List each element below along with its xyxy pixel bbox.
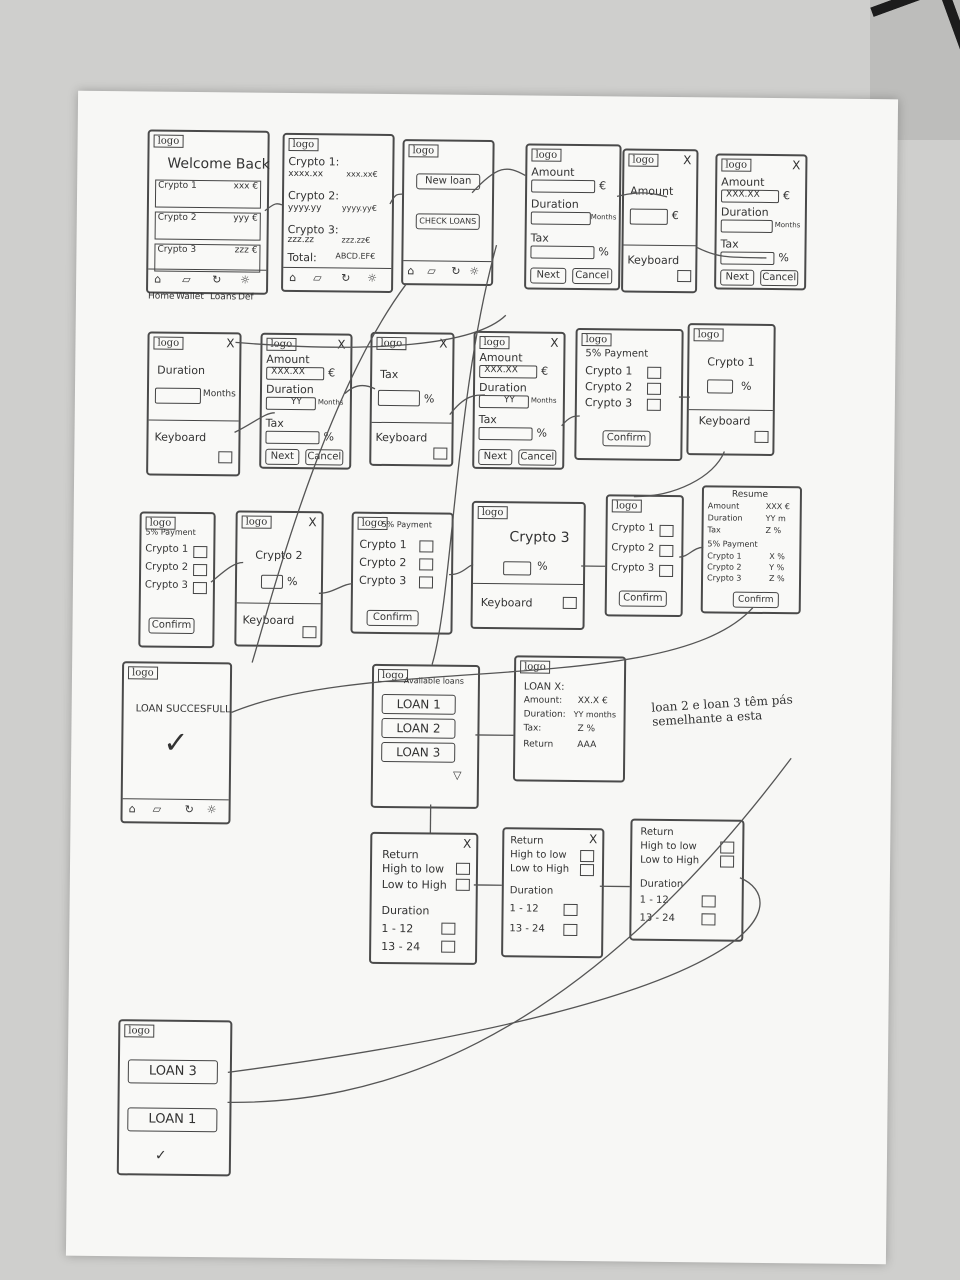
flow-arrows [210,168,792,1104]
sketch-paper: logo Welcome Back Crypto 1 xxx € Crypto … [65,90,899,1265]
